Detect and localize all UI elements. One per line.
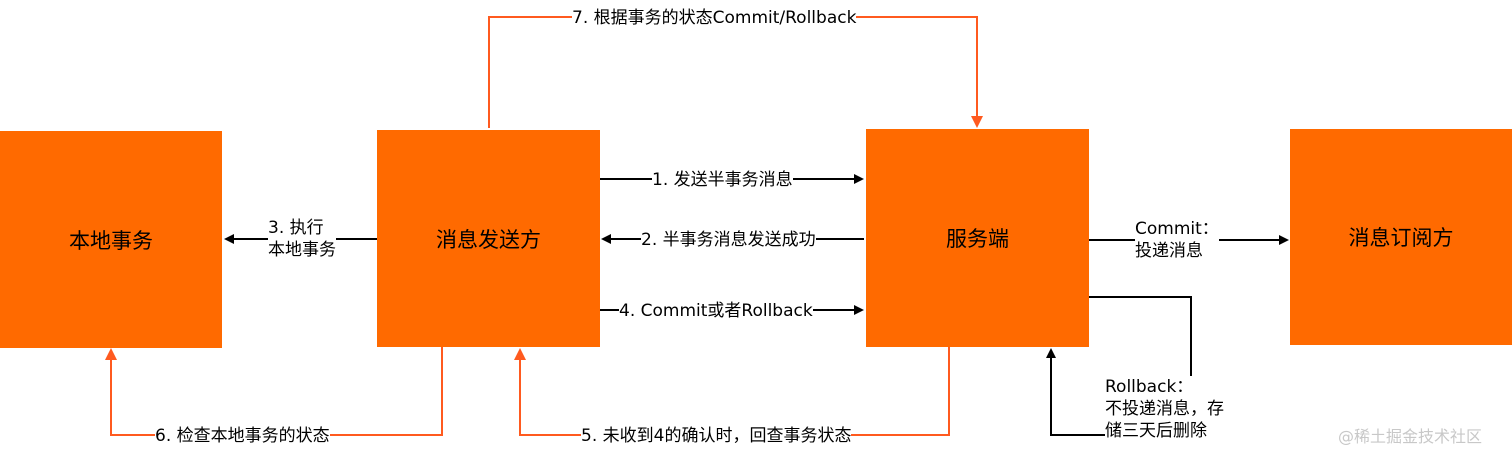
node-local-transaction: 本地事务 [0, 131, 222, 348]
edge-step6-line [105, 347, 443, 436]
edge-step4-label: 4. Commit或者Rollback [619, 300, 813, 322]
node-server-label: 服务端 [946, 227, 1009, 251]
watermark-text: @稀土掘金技术社区 [1338, 427, 1483, 446]
edge-step6-label: 6. 检查本地事务的状态 [155, 425, 330, 447]
node-message-subscriber: 消息订阅方 [1290, 129, 1512, 345]
node-message-subscriber-label: 消息订阅方 [1348, 226, 1454, 250]
edge-step7-line [488, 16, 983, 128]
node-message-producer: 消息发送方 [377, 130, 600, 347]
edge-step1-label: 1. 发送半事务消息 [652, 169, 793, 191]
edge-step3-label: 3. 执行 本地事务 [268, 217, 336, 261]
edge-rollback-label: Rollback： 不投递消息，存 储三天后删除 [1105, 376, 1224, 442]
node-local-transaction-label: 本地事务 [69, 228, 153, 253]
edge-commit-label: Commit： 投递消息 [1135, 218, 1219, 262]
node-message-producer-label: 消息发送方 [436, 227, 541, 252]
node-server: 服务端 [866, 129, 1089, 347]
edge-step2-label: 2. 半事务消息发送成功 [641, 229, 816, 251]
edge-step5-label: 5. 未收到4的确认时，回查事务状态 [581, 425, 852, 447]
edge-step5-line [514, 347, 950, 436]
edge-step7-label: 7. 根据事务的状态Commit/Rollback [572, 7, 857, 29]
